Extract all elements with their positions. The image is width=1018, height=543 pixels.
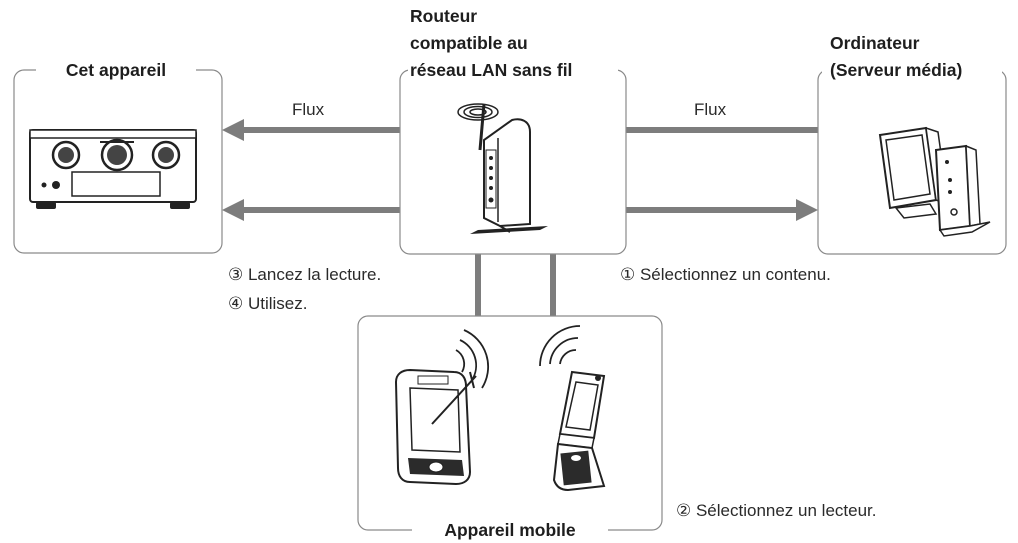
computer-label-line-1: Ordinateur (830, 33, 920, 53)
mobile-label: Appareil mobile (444, 520, 576, 540)
step-2-label: ② Sélectionnez un lecteur. (676, 501, 876, 520)
router-box: Routeur compatible au réseau LAN sans fi… (399, 6, 627, 255)
computer-box: Ordinateur (Serveur média) (817, 33, 1007, 255)
step-3-label: ③ Lancez la lecture. (228, 265, 381, 284)
av-receiver-icon (29, 129, 197, 209)
mobile-box: Appareil mobile (357, 315, 663, 540)
wifi-waves-left-icon (455, 329, 489, 389)
arrow-head-left-bottom (222, 199, 244, 221)
router-label-line-2: compatible au (410, 33, 528, 53)
router-label-line-3: réseau LAN sans fil (410, 60, 572, 80)
connectors (222, 119, 818, 316)
wireless-router-icon (457, 103, 548, 234)
arrow-head-left-top (222, 119, 244, 141)
step-1-label: ① Sélectionnez un contenu. (620, 265, 831, 284)
flow-label-right: Flux (694, 100, 727, 119)
flip-phone-icon (552, 370, 606, 492)
router-label-line-1: Routeur (410, 6, 477, 26)
wifi-waves-right-icon (539, 325, 581, 367)
this-unit-label: Cet appareil (66, 60, 166, 80)
pda-device-icon (394, 368, 477, 486)
step-4-label: ④ Utilisez. (228, 294, 307, 313)
computer-label-line-2: (Serveur média) (830, 60, 962, 80)
this-unit-box: Cet appareil (13, 60, 223, 254)
arrow-head-right (796, 199, 818, 221)
flow-label-left: Flux (292, 100, 325, 119)
desktop-computer-icon (878, 126, 991, 237)
